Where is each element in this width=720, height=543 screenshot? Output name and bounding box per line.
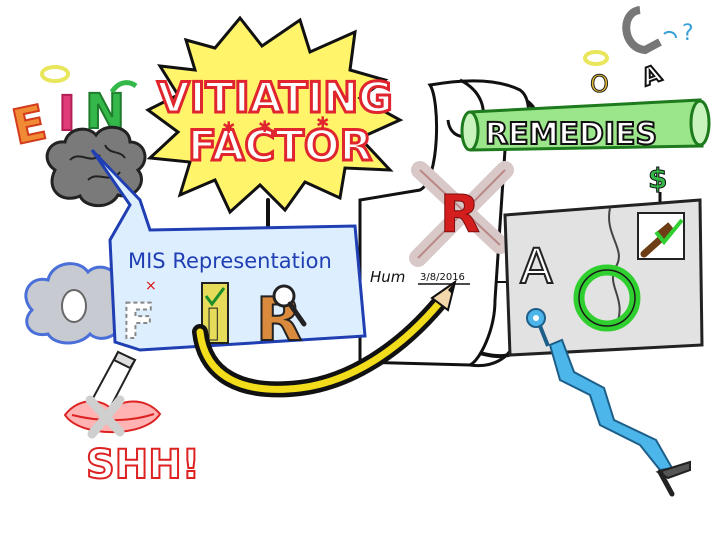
- misrepresentation-label: MIS Representation: [128, 249, 332, 273]
- vitiating-factor-banner: VITIATING FACTOR ✱ ✱ ✱: [145, 15, 404, 215]
- signature-text: Hum: [370, 268, 405, 286]
- aside-box: A: [503, 198, 704, 357]
- magnifier-icon: [272, 284, 307, 327]
- ear-icon: [622, 6, 662, 55]
- pencil-stub-icon: [90, 350, 137, 410]
- check-icon: [204, 287, 226, 307]
- shh-label: SHH!: [86, 442, 200, 488]
- key-icon: [526, 308, 550, 347]
- banner-line-1: VITIATING: [157, 73, 393, 122]
- halo-icon: [583, 50, 609, 66]
- top-right-letters: O A ?: [583, 6, 694, 99]
- svg-text:$: $: [648, 162, 667, 195]
- splat-icon: ✱: [258, 117, 271, 136]
- pencil-icon: [192, 279, 457, 398]
- stamp-letter-r: R: [440, 185, 480, 245]
- ein-arrow-icon: [109, 80, 138, 94]
- dollar-icon: $: [648, 162, 668, 210]
- ein-letter-e: E: [8, 94, 52, 156]
- rejected-stamp: R: [409, 161, 514, 267]
- remedies-tube: REMEDIES: [460, 98, 711, 153]
- cross-mark-icon: ×: [145, 278, 157, 294]
- signature-date: 3/8/2016: [420, 272, 465, 283]
- misrepresentation-panel: MIS Representation F × I R: [90, 148, 367, 356]
- question-icon: ?: [682, 21, 694, 46]
- shh-group: SHH!: [63, 395, 201, 489]
- halo-icon: [40, 65, 70, 83]
- banner-line-2: FACTOR: [188, 121, 372, 170]
- signature-area: Hum 3/8/2016: [370, 268, 470, 286]
- splat-icon: ✱: [316, 113, 329, 132]
- misrep-letter-f: F: [122, 294, 155, 350]
- remedies-label: REMEDIES: [485, 117, 657, 152]
- gavel-icon: [637, 212, 685, 260]
- blue-arrow-icon: [548, 338, 691, 497]
- aside-letter-a: A: [520, 239, 553, 295]
- top-letter-o: O: [590, 70, 609, 98]
- splat-icon: ✱: [222, 118, 235, 137]
- top-letter-a: A: [638, 59, 665, 92]
- ein-letter-i: I: [58, 86, 76, 142]
